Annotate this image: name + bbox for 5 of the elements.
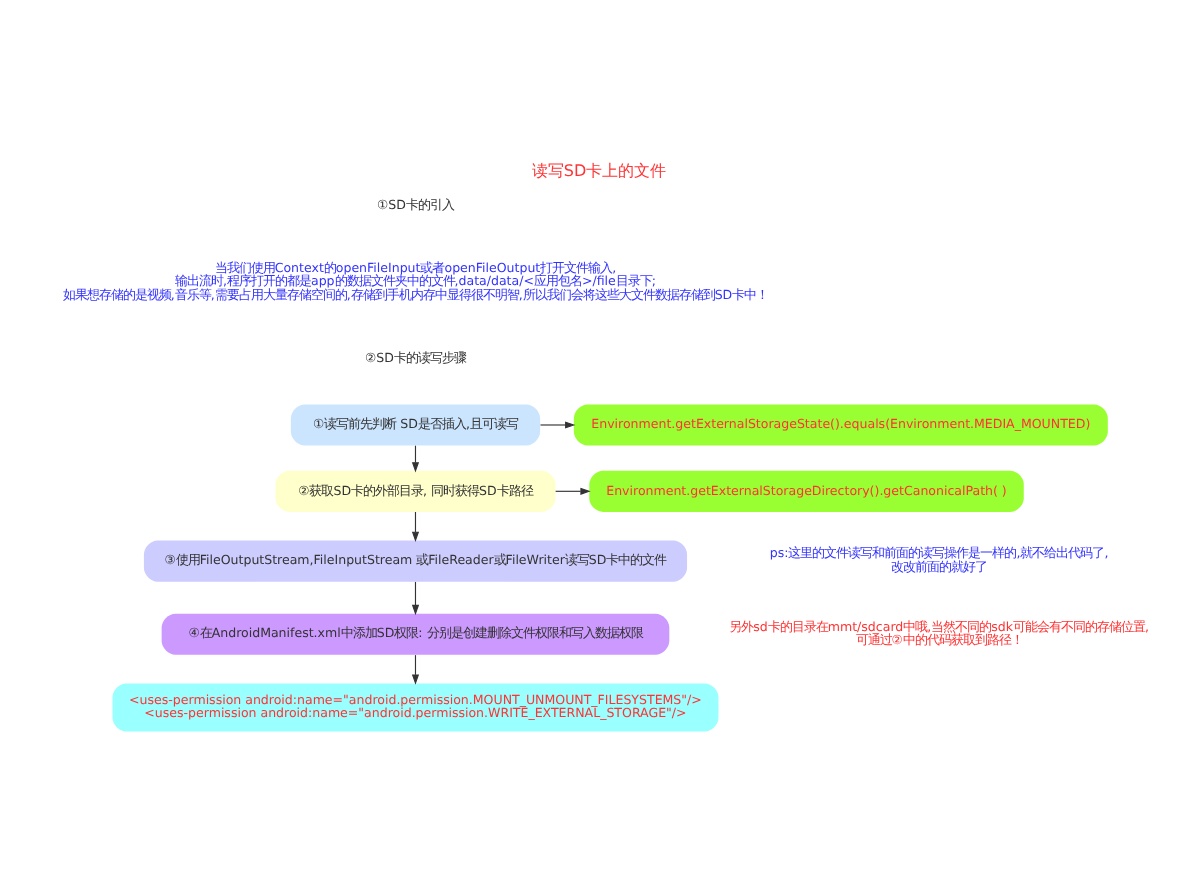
arrow xyxy=(411,653,420,684)
arrow xyxy=(539,420,576,428)
arrow xyxy=(555,486,591,494)
arrow xyxy=(411,510,420,541)
arrow xyxy=(411,580,420,615)
